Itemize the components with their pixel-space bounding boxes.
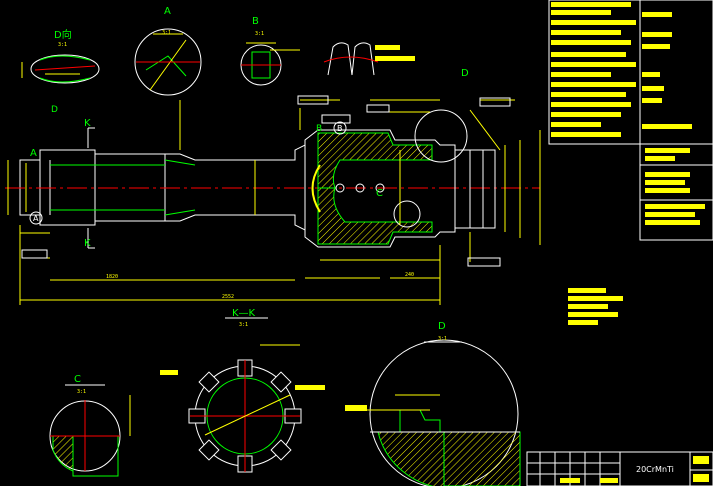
scale-label-d: 3:1 [438, 336, 447, 342]
view-label-d-arrow: D [51, 105, 58, 115]
dim-b-length: 240 [405, 272, 414, 278]
view-label-d-direction: D向 [54, 28, 72, 41]
datum-boxes [21, 95, 511, 267]
detail-b-view [240, 42, 300, 86]
tech-requirements-notes [568, 288, 623, 325]
view-label-c-main: C [376, 188, 383, 199]
scale-label-d-direction: 3:1 [58, 42, 67, 48]
main-shaft-view [5, 109, 540, 249]
d-direction-view [21, 54, 100, 84]
dimension-lines [7, 99, 541, 305]
title-block [526, 451, 713, 486]
detail-c-view [49, 384, 131, 477]
kk-section-view [160, 317, 325, 473]
scale-label-kk: 3:1 [239, 322, 248, 328]
view-label-k-bottom: K [84, 238, 91, 249]
material-label: 20CrMnTi [636, 465, 674, 474]
scale-label-b: 3:1 [255, 31, 264, 37]
detail-d-view [345, 339, 521, 486]
detail-a-view [134, 28, 202, 96]
view-label-a-circle: A [33, 214, 39, 223]
view-label-a-main: A [30, 148, 37, 159]
view-label-a: A [164, 6, 171, 17]
gear-tooth-profile [323, 42, 415, 76]
dim-total-length: 2552 [222, 294, 234, 300]
view-label-d-detail: D [438, 321, 446, 332]
view-label-b: B [252, 16, 259, 27]
view-label-d-main: D [461, 68, 469, 79]
view-label-k-top: K [84, 118, 91, 129]
view-label-kk: K—K [232, 308, 256, 319]
view-label-b-main: B [316, 124, 322, 134]
surface-finish-table [639, 143, 713, 241]
view-label-c-detail: C [74, 374, 81, 385]
scale-label-a: 3:1 [162, 30, 171, 36]
dim-mid-length: 1820 [106, 274, 118, 280]
title-block-marks [560, 456, 709, 483]
scale-label-c: 3:1 [77, 389, 86, 395]
parameter-table [548, 0, 713, 145]
view-label-b-circle: B [337, 124, 343, 133]
